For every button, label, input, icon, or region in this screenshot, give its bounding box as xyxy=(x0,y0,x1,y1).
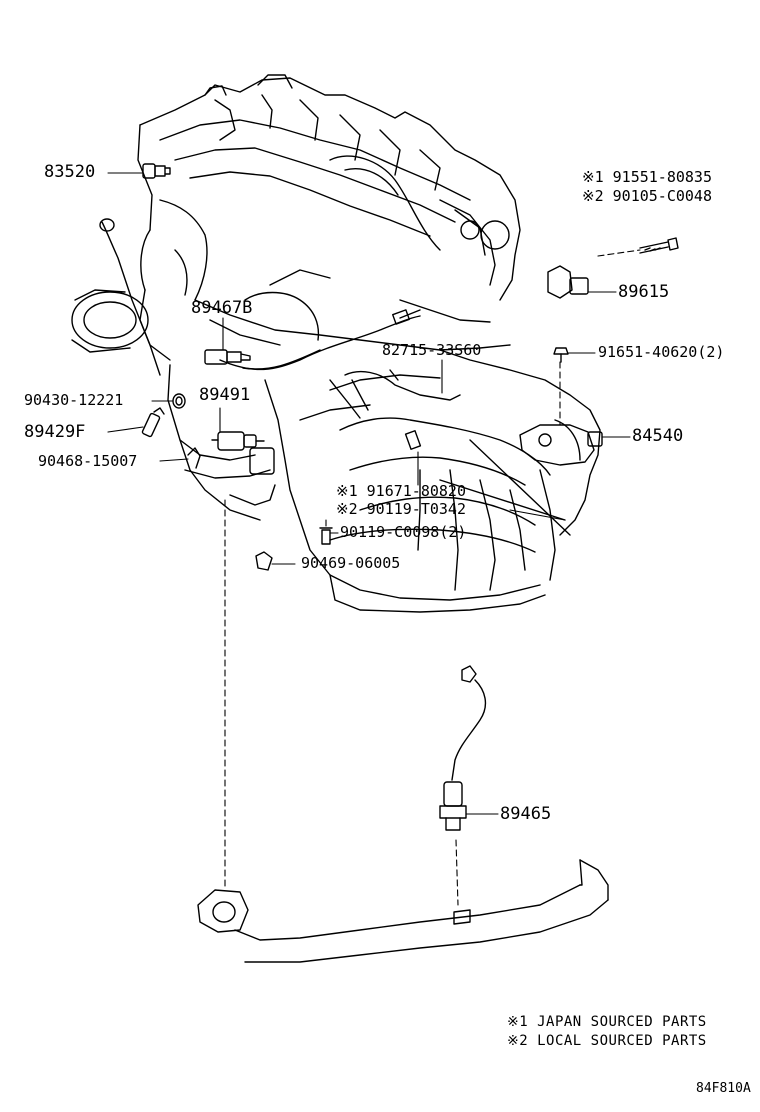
oil-pressure-switch-83520 xyxy=(142,163,171,179)
label-90468-15007: 90468-15007 xyxy=(38,452,138,470)
label-89465: 89465 xyxy=(500,804,552,824)
bolt-91671-80820 xyxy=(404,430,422,450)
part-drawings xyxy=(141,163,679,963)
diagram-reference-code: 84F810A xyxy=(696,1081,751,1096)
label-82715-33S60: 82715-33S60 xyxy=(382,341,482,359)
sensor-89491 xyxy=(211,431,265,451)
label-90430-12221: 90430-12221 xyxy=(24,391,124,409)
label-90119-T0342: ※2 90119-T0342 xyxy=(336,500,466,518)
label-89467B: 89467B xyxy=(191,298,253,318)
dashed-lines xyxy=(224,249,641,906)
clamp-90468-15007 xyxy=(187,447,201,469)
gasket-90430-12221 xyxy=(172,393,186,409)
label-91651-40620: 91651-40620(2) xyxy=(598,343,725,361)
label-83520: 83520 xyxy=(44,162,96,182)
bolt-91651-40620 xyxy=(553,347,569,363)
bolt-90119-C0098 xyxy=(319,527,333,545)
note-local-sourced: ※2 LOCAL SOURCED PARTS xyxy=(507,1033,707,1049)
label-90105-C0048: ※2 90105-C0048 xyxy=(582,187,712,205)
label-84540: 84540 xyxy=(632,426,684,446)
engine-assembly-drawing xyxy=(71,74,601,613)
knock-sensor-89615 xyxy=(547,265,589,299)
label-90469-06005: 90469-06005 xyxy=(301,554,401,572)
label-89491: 89491 xyxy=(199,385,251,405)
neutral-start-switch-84540 xyxy=(519,424,603,466)
oxygen-sensor-89465 xyxy=(439,665,487,831)
leader-lines xyxy=(107,172,631,815)
air-fuel-sensor-89467B xyxy=(204,349,251,365)
note-japan-sourced: ※1 JAPAN SOURCED PARTS xyxy=(507,1014,707,1030)
label-91671-80820: ※1 91671-80820 xyxy=(336,482,466,500)
label-91551-80835: ※1 91551-80835 xyxy=(582,168,712,186)
label-89429F: 89429F xyxy=(24,422,86,442)
exhaust-pipe xyxy=(197,859,609,963)
clip-90469-06005 xyxy=(255,551,273,571)
temperature-sensor-89429F xyxy=(141,407,165,438)
bolt-91551-80835 xyxy=(639,237,679,254)
label-90119-C0098: 90119-C0098(2) xyxy=(340,523,467,541)
wiring-bracket-82715-33S60 xyxy=(329,369,461,419)
label-89615: 89615 xyxy=(618,282,670,302)
